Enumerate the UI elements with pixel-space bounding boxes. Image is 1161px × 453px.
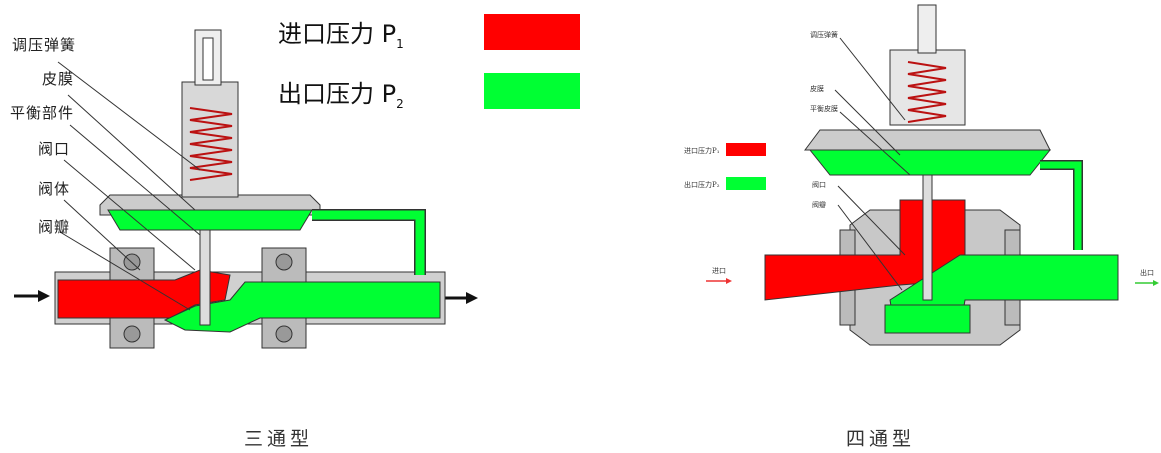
right-legend-outlet-swatch (726, 177, 766, 190)
left-caption: 三通型 (244, 428, 314, 450)
left-label-diaphragm: 皮膜 (42, 70, 75, 88)
right-lower-chamber (884, 304, 971, 334)
right-label-valve-port: 阀口 (812, 181, 826, 189)
legend-inlet-label: 进口压力 P1 (278, 20, 404, 51)
outlet-arrow-icon (445, 292, 478, 304)
right-adjust-screw (917, 4, 937, 54)
left-bolt (123, 325, 141, 343)
legend-inlet-swatch (484, 14, 580, 50)
right-legend-outlet-label: 出口压力P₂ (684, 181, 720, 189)
right-impulse-pipe (1040, 161, 1082, 250)
left-label-valve-port: 阀口 (38, 140, 71, 158)
left-label-balance: 平衡部件 (10, 104, 75, 122)
right-inlet-flow (764, 199, 966, 301)
left-bolt (275, 325, 293, 343)
left-leader-lines (57, 61, 201, 311)
right-label-spring: 调压弹簧 (810, 31, 838, 39)
left-inlet-flow (57, 269, 231, 319)
left-adjust-cap (202, 37, 214, 81)
right-outlet-tag: 出口 (1140, 269, 1154, 277)
left-label-valve-disc: 阀瓣 (38, 218, 71, 236)
right-inlet-tag: 进口 (712, 267, 726, 275)
left-spring-icon (189, 107, 233, 181)
left-label-spring: 调压弹簧 (12, 36, 77, 54)
inlet-arrow-icon (14, 290, 50, 302)
left-outlet-flow (163, 281, 441, 333)
left-impulse-pipe (312, 210, 425, 275)
right-legend-inlet-label: 进口压力P₁ (684, 147, 720, 155)
right-inlet-arrow-icon (706, 278, 732, 284)
right-caption: 四通型 (846, 428, 916, 450)
left-diaphragm-chamber (107, 209, 313, 231)
legend-outlet-swatch (484, 73, 580, 109)
right-diaphragm-chamber (808, 149, 1052, 176)
right-spring-housing (889, 49, 966, 126)
right-label-valve-disc: 阀瓣 (812, 201, 826, 209)
right-leader-lines (834, 37, 911, 291)
right-legend-inlet-swatch (726, 143, 766, 156)
left-bolt (275, 253, 293, 271)
left-label-valve-body: 阀体 (38, 180, 71, 198)
right-diaphragm-cover (804, 129, 1051, 151)
right-label-diaphragm: 皮膜 (810, 85, 824, 93)
right-spring-icon (907, 61, 947, 123)
right-outlet-arrow-icon (1135, 280, 1159, 286)
right-label-balance: 平衡皮膜 (810, 105, 838, 113)
legend-outlet-label: 出口压力 P2 (278, 80, 404, 111)
